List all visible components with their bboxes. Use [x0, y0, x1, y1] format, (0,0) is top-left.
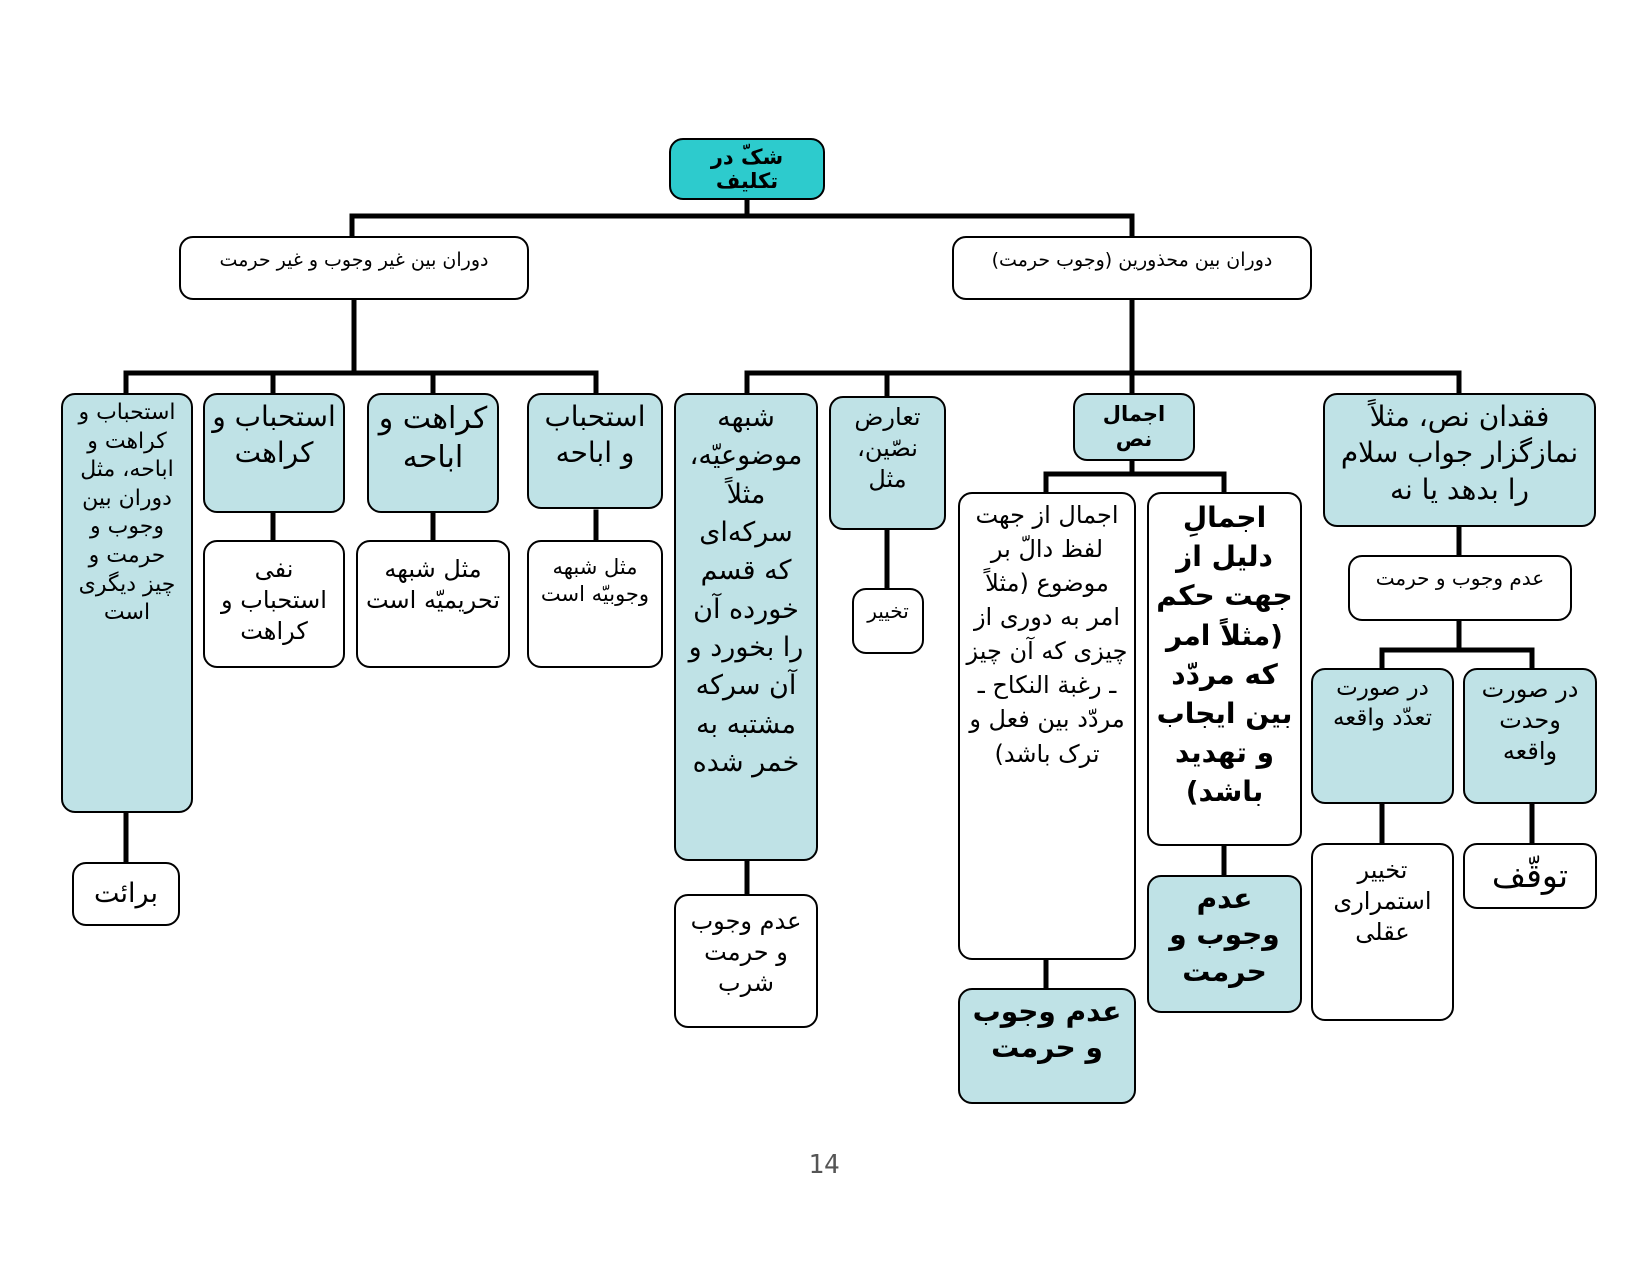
node-shubha-mawduiyya-label: شبهه موضوعیّه، مثلاً سرکه‌ای که قسم خورد… — [688, 402, 804, 778]
node-estehbab-karahat-ibaha: استحباب و کراهت و اباحه، مثل دوران بین و… — [61, 393, 193, 813]
node-estehbab-karahat: استحباب و کراهت — [203, 393, 345, 513]
node-estehbab-karahat-ibaha-label: استحباب و کراهت و اباحه، مثل دوران بین و… — [78, 400, 176, 626]
connector-right-lower — [744, 457, 1227, 991]
node-mesl-tahrimiyya-label: مثل شبهه تحریمیّه است — [365, 555, 501, 615]
connector-root — [349, 195, 1135, 239]
node-ijmal-dalil: اجمالِ دلیل از جهت حکم (مثلاً امر که مرد… — [1147, 492, 1302, 846]
node-dawaran-ghair-label: دوران بین غیر وجوب و غیر حرمت — [219, 249, 489, 271]
node-mesl-tahrimiyya: مثل شبهه تحریمیّه است — [356, 540, 510, 668]
node-mesl-wujubiyya-label: مثل شبهه وجوبیّه است — [540, 555, 650, 607]
node-ijmal-dalil-label: اجمالِ دلیل از جهت حکم (مثلاً امر که مرد… — [1156, 501, 1293, 809]
connector-right-branch — [744, 295, 1462, 399]
node-estehbab-karahat-label: استحباب و کراهت — [212, 400, 336, 470]
node-shubha-mawduiyya: شبهه موضوعیّه، مثلاً سرکه‌ای که قسم خورد… — [674, 393, 818, 861]
node-baraat-label: برائت — [94, 878, 158, 910]
node-tawaqquf-label: توقّف — [1491, 855, 1569, 895]
connector-left-branch — [123, 295, 599, 396]
node-taaddud-label: در صورت تعدّد واقعه — [1332, 675, 1433, 731]
node-adam-wujub-b: عدم وجوب و حرمت — [958, 988, 1136, 1104]
page-number: 14 — [808, 1150, 840, 1180]
node-tawaqquf: توقّف — [1463, 843, 1597, 909]
node-fiqdan: فقدان نص، مثلاً نمازگزار جواب سلام را بد… — [1323, 393, 1596, 527]
node-adam-shurb: عدم وجوب و حرمت شرب — [674, 894, 818, 1028]
node-ijmal-lafz: اجمال از جهت لفظ دالّ بر موضوع (مثلاً ام… — [958, 492, 1136, 960]
root-node-label: شکّ در تکلیف — [710, 144, 784, 193]
node-adam-wujub-c: عدم وجوب و حرمت — [1348, 555, 1572, 621]
node-karahat-ibaha: کراهت و اباحه — [367, 393, 499, 513]
node-adam-shurb-label: عدم وجوب و حرمت شرب — [690, 907, 802, 998]
node-karahat-ibaha-label: کراهت و اباحه — [378, 401, 488, 475]
node-ijmal-nass: اجمال نص — [1073, 393, 1195, 461]
node-ijmal-nass-label: اجمال نص — [1102, 401, 1166, 451]
node-estehbab-ibaha-label: استحباب و اباحه — [544, 400, 646, 470]
node-nafi-estehbab: نفی استحباب و کراهت — [203, 540, 345, 668]
node-ijmal-lafz-label: اجمال از جهت لفظ دالّ بر موضوع (مثلاً ام… — [966, 501, 1128, 768]
node-takhyir-2-label: تخییر استمراری عقلی — [1333, 856, 1432, 947]
node-baraat: برائت — [72, 862, 180, 926]
node-adam-wujub-a: عدم وجوب و حرمت — [1147, 875, 1302, 1013]
node-adam-wujub-c-label: عدم وجوب و حرمت — [1375, 566, 1545, 590]
node-adam-wujub-b-label: عدم وجوب و حرمت — [972, 995, 1122, 1065]
root-node: شکّ در تکلیف — [669, 138, 825, 200]
node-dawaran-ghair: دوران بین غیر وجوب و غیر حرمت — [179, 236, 529, 300]
connector-fiqdan — [1379, 522, 1535, 846]
node-mesl-wujubiyya: مثل شبهه وجوبیّه است — [527, 540, 663, 668]
node-wahdat: در صورت وحدت واقعه — [1463, 668, 1597, 804]
node-taarud: تعارض نصّین، مثل — [829, 396, 946, 530]
node-dawaran-mahdhurain: دوران بین محذورین (وجوب حرمت) — [952, 236, 1312, 300]
node-fiqdan-label: فقدان نص، مثلاً نمازگزار جواب سلام را بد… — [1340, 400, 1579, 506]
connector-leaves-left — [123, 509, 599, 865]
node-takhyir-2: تخییر استمراری عقلی — [1311, 843, 1454, 1021]
node-takhyir-1: تخییر — [852, 588, 924, 654]
node-taarud-label: تعارض نصّین، مثل — [854, 403, 921, 494]
node-wahdat-label: در صورت وحدت واقعه — [1481, 675, 1579, 766]
node-dawaran-mahdhurain-label: دوران بین محذورین (وجوب حرمت) — [991, 249, 1273, 271]
node-taaddud: در صورت تعدّد واقعه — [1311, 668, 1454, 804]
node-estehbab-ibaha: استحباب و اباحه — [527, 393, 663, 509]
node-adam-wujub-a-label: عدم وجوب و حرمت — [1169, 882, 1280, 988]
node-takhyir-1-label: تخییر — [867, 599, 909, 623]
node-nafi-estehbab-label: نفی استحباب و کراهت — [221, 555, 327, 646]
